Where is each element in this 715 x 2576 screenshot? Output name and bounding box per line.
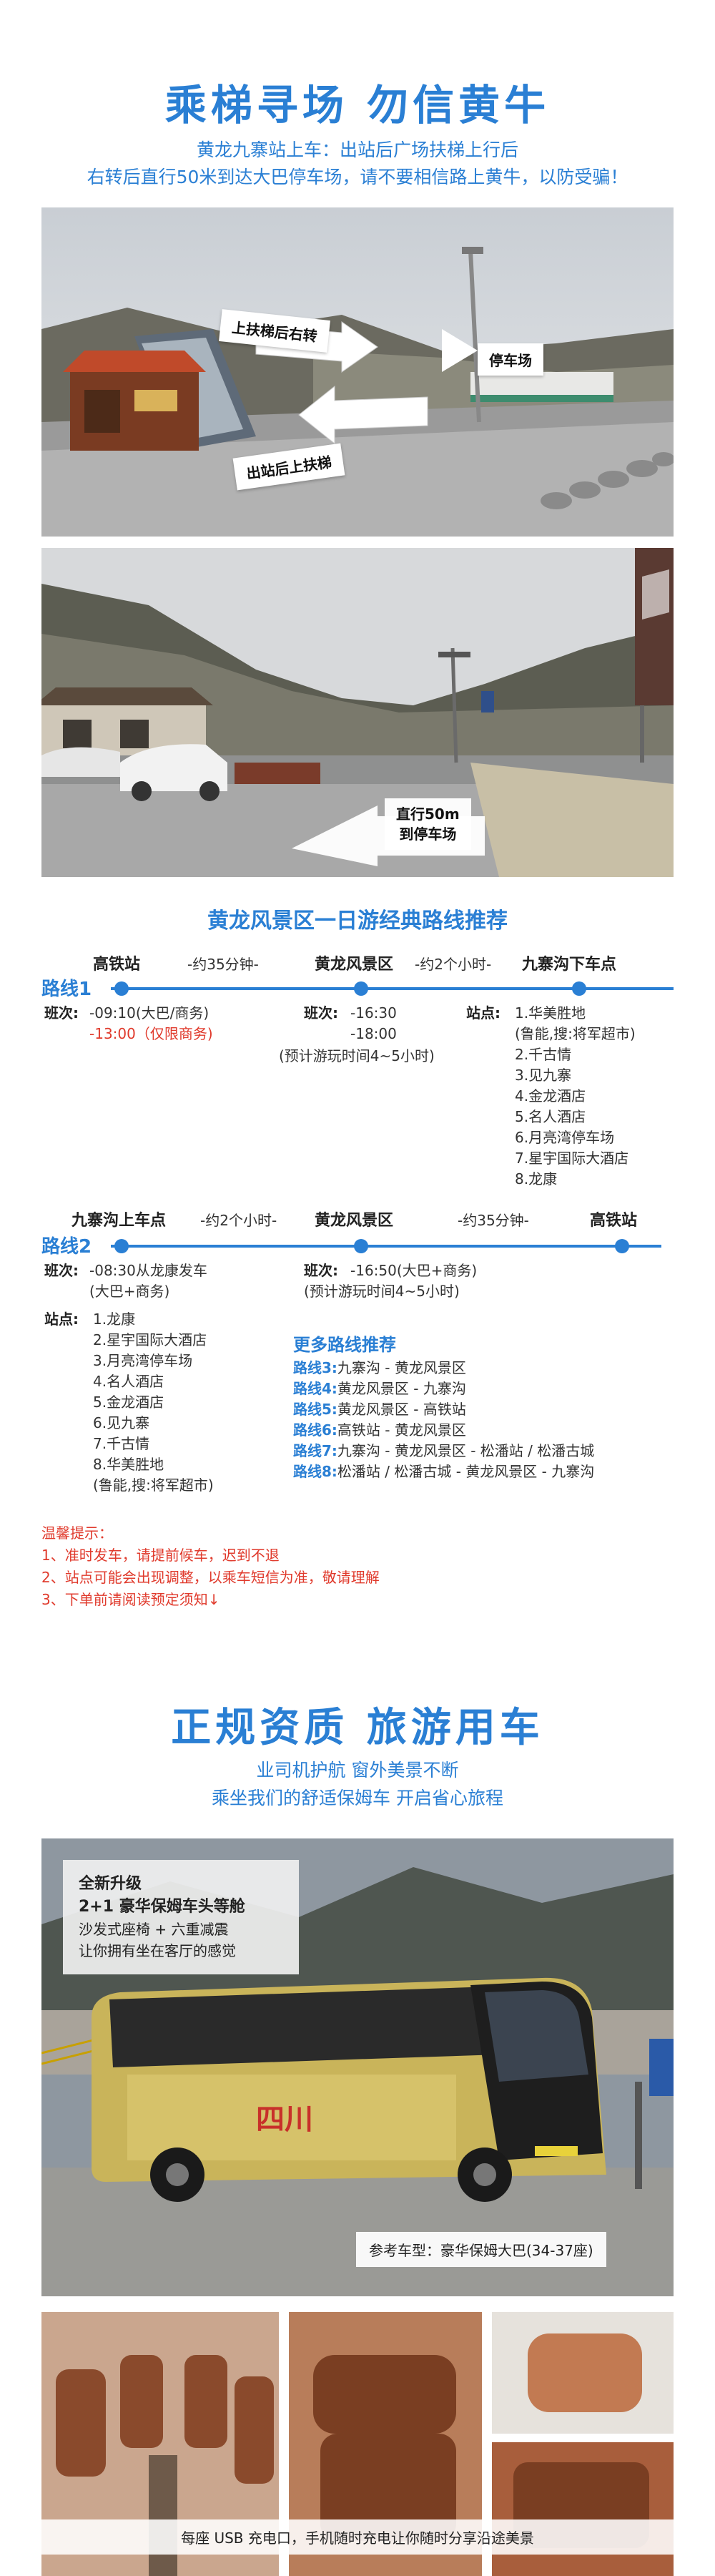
route1-dot-c <box>572 981 586 996</box>
route1-stop-huanglong: 黄龙风景区 <box>315 956 394 974</box>
page-title: 乘梯寻场 勿信黄牛 <box>164 81 551 129</box>
tag-straight-to-parking: 直行50m 到停车场 <box>385 798 471 850</box>
route1-schedule-2: -13:00（仅限商务) <box>89 1025 213 1042</box>
route2-dot-a <box>114 1239 129 1253</box>
route1-return-2: -18:00 <box>350 1025 397 1042</box>
header-subtitle-line2: 右转后直行50米到达大巴停车场，请不要相信路上黄牛，以防受骗！ <box>87 167 628 187</box>
feature-line: 沙发式座椅 + 六重减震 <box>79 1921 229 1938</box>
route1-schedule-label: 班次: <box>44 1004 79 1022</box>
bus-photo: 四川 全新升级 2+1 豪华保姆车头等舱 沙发式座椅 + 六重减震 让你拥有坐在… <box>41 1838 674 2296</box>
route1-station: 2.千古情 <box>515 1046 572 1063</box>
route2-line <box>111 1245 661 1248</box>
route1-station: 7.星宇国际大酒店 <box>515 1150 629 1167</box>
route2-station: 1.龙康 <box>93 1311 136 1328</box>
tag-parking: 停车场 <box>478 343 543 376</box>
more-routes-title: 更多路线推荐 <box>293 1335 396 1355</box>
route2-station: 5.金龙酒店 <box>93 1394 164 1411</box>
bus-logo-text: 四川 <box>256 2102 313 2136</box>
route1-return-label: 班次: <box>304 1004 338 1022</box>
route1-estimate: (预计游玩时间4~5小时) <box>279 1047 435 1064</box>
route2-duration-ab: -约2个小时- <box>200 1212 277 1229</box>
notice-line: 2、站点可能会出现调整，以乘车短信为准，敬请理解 <box>41 1569 380 1586</box>
notice-block: 温馨提示： 1、准时发车，请提前候车，迟到不退 2、站点可能会出现调整，以乘车短… <box>41 1522 380 1611</box>
parking-lot-photo: 直行50m 到停车场 <box>41 548 674 877</box>
more-route-item[interactable]: 路线6:高铁站 - 黄龙风景区 <box>293 1421 466 1439</box>
route1-stations-list: 1.华美胜地 (鲁能,搜:将军超市) 2.千古情 3.见九寨 4.金龙酒店 5.… <box>515 1003 636 1190</box>
route2-station: 6.见九寨 <box>93 1414 150 1431</box>
more-route-item[interactable]: 路线5:黄龙风景区 - 高铁站 <box>293 1401 466 1418</box>
feature-title: 全新升级 <box>79 1875 142 1893</box>
route2-stations-label: 站点: <box>44 1311 79 1328</box>
route1-station: (鲁能,搜:将军超市) <box>515 1025 636 1042</box>
route1-dot-b <box>354 981 368 996</box>
feature-line: 让你拥有坐在客厅的感觉 <box>79 1942 236 1959</box>
route1-line <box>111 987 674 990</box>
route1-station: 6.月亮湾停车场 <box>515 1129 615 1146</box>
route2-station: 7.千古情 <box>93 1435 150 1452</box>
route1-dot-a <box>114 981 129 996</box>
more-route-item[interactable]: 路线8:松潘站 / 松潘古城 - 黄龙风景区 - 九寨沟 <box>293 1463 595 1480</box>
route1-stations-label: 站点: <box>466 1004 500 1022</box>
route2-dot-c <box>615 1239 629 1253</box>
notice-line: 3、下单前请阅读预定须知↓ <box>41 1591 220 1608</box>
route2-station: 3.月亮湾停车场 <box>93 1352 193 1369</box>
station-escalator-illustration <box>41 207 674 537</box>
header-subtitle-line1: 黄龙九寨站上车：出站后广场扶梯上行后 <box>196 139 518 160</box>
more-route-item[interactable]: 路线7:九寨沟 - 黄龙风景区 - 松潘站 / 松潘古城 <box>293 1442 595 1459</box>
route1-station: 8.龙康 <box>515 1170 558 1187</box>
route2-return-1: -16:50(大巴+商务) <box>350 1262 478 1279</box>
route2-schedule-1: -08:30从龙康发车 <box>89 1262 207 1279</box>
route1-stop-jiuzhai-dropoff: 九寨沟下车点 <box>522 956 617 974</box>
route2-stop-jiuzhai-pickup: 九寨沟上车点 <box>72 1212 167 1230</box>
routes-section-title: 黄龙风景区一日游经典路线推荐 <box>207 909 508 934</box>
route1-return-1: -16:30 <box>350 1004 397 1022</box>
route1-station: 1.华美胜地 <box>515 1004 586 1022</box>
route2-stop-station: 高铁站 <box>590 1212 638 1230</box>
vehicle-section-title: 正规资质 旅游用车 <box>171 1705 544 1751</box>
more-route-item[interactable]: 路线4:黄龙风景区 - 九寨沟 <box>293 1380 466 1397</box>
interior-photos: 每座 USB 充电口，手机随时充电让你随时分享沿途美景 <box>41 2312 674 2576</box>
route2-stations-list: 1.龙康 2.星宇国际大酒店 3.月亮湾停车场 4.名人酒店 5.金龙酒店 6.… <box>93 1309 214 1496</box>
route2-station: 8.华美胜地 <box>93 1456 164 1473</box>
route2-stop-huanglong: 黄龙风景区 <box>315 1212 394 1230</box>
route1-duration-ab: -约35分钟- <box>187 956 259 973</box>
route1-schedule-1: -09:10(大巴/商务) <box>89 1004 209 1022</box>
feature-headline: 2+1 豪华保姆车头等舱 <box>79 1898 245 1916</box>
route1-station: 5.名人酒店 <box>515 1108 586 1125</box>
route2-station: 4.名人酒店 <box>93 1373 164 1390</box>
more-route-item[interactable]: 路线3:九寨沟 - 黄龙风景区 <box>293 1359 466 1376</box>
vehicle-subtitle-line1: 业司机护航 窗外美景不断 <box>256 1760 459 1781</box>
route1-station: 4.金龙酒店 <box>515 1087 586 1105</box>
feature-box: 全新升级 2+1 豪华保姆车头等舱 沙发式座椅 + 六重减震 让你拥有坐在客厅的… <box>63 1860 299 1974</box>
route1-stop-station: 高铁站 <box>93 956 141 974</box>
station-escalator-photo: 上扶梯后右转 停车场 出站后上扶梯 <box>41 207 674 537</box>
route2-station: 2.星宇国际大酒店 <box>93 1331 207 1348</box>
more-routes-list: 路线3:九寨沟 - 黄龙风景区 路线4:黄龙风景区 - 九寨沟 路线5:黄龙风景… <box>293 1358 594 1482</box>
notice-title: 温馨提示： <box>41 1524 113 1542</box>
bus-model-caption: 参考车型：豪华保姆大巴(34-37座) <box>356 2232 606 2267</box>
notice-line: 1、准时发车，请提前候车，迟到不退 <box>41 1547 280 1564</box>
route2-return-label: 班次: <box>304 1262 338 1279</box>
route2-station: (鲁能,搜:将军超市) <box>93 1476 214 1494</box>
route2-schedule-2: (大巴+商务) <box>89 1283 170 1300</box>
route2-duration-bc: -约35分钟- <box>458 1212 529 1229</box>
route2-dot-b <box>354 1239 368 1253</box>
route2-label: 路线2 <box>41 1236 92 1258</box>
route1-duration-bc: -约2个小时- <box>415 956 492 973</box>
route2-schedule-label: 班次: <box>44 1262 79 1279</box>
route1-label: 路线1 <box>41 979 92 1000</box>
route1-station: 3.见九寨 <box>515 1067 572 1084</box>
interior-caption: 每座 USB 充电口，手机随时充电让你随时分享沿途美景 <box>41 2519 674 2555</box>
vehicle-subtitle-line2: 乘坐我们的舒适保姆车 开启省心旅程 <box>212 1788 503 1808</box>
parking-lot-illustration <box>41 548 674 877</box>
route2-estimate: (预计游玩时间4~5小时) <box>304 1283 460 1300</box>
